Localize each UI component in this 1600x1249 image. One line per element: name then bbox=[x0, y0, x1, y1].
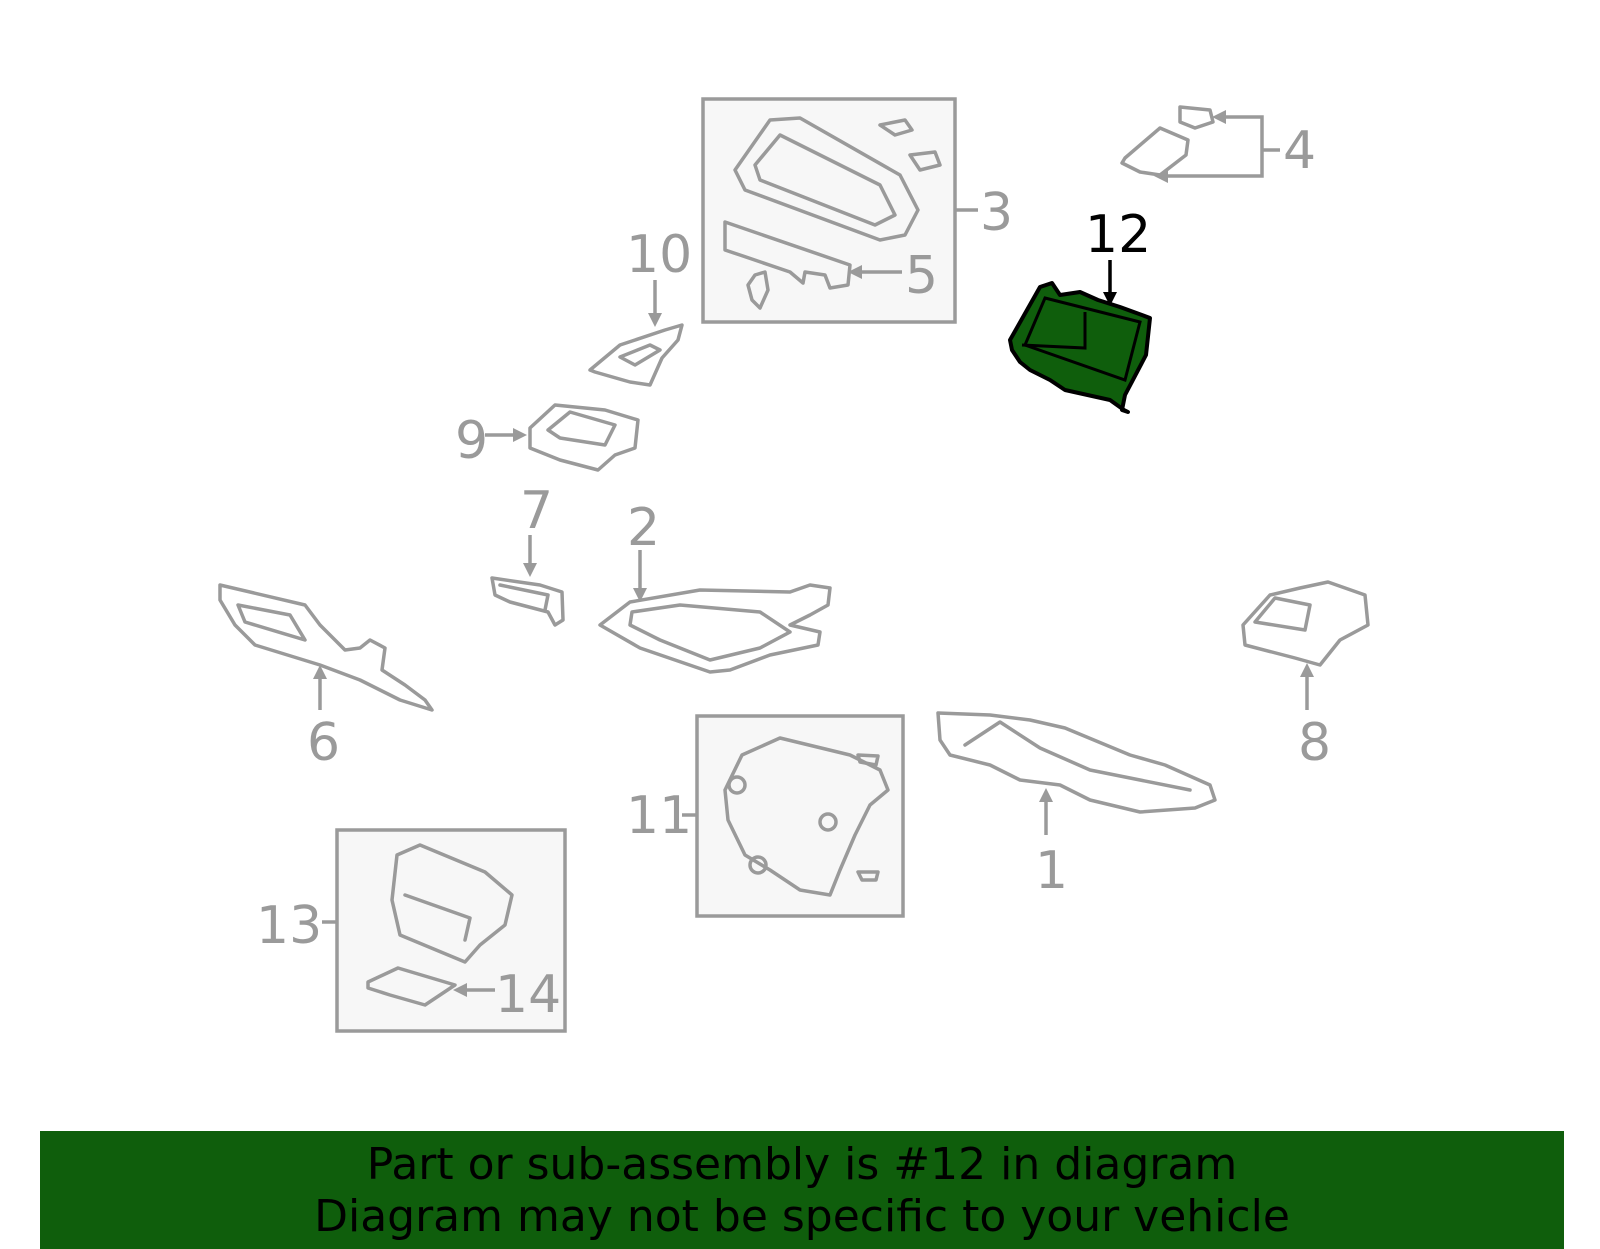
parts-diagram: 1 2 3 4 5 6 7 8 9 10 11 12 13 14 bbox=[218, 97, 1370, 1033]
info-banner: Part or sub-assembly is #12 in diagram D… bbox=[40, 1131, 1564, 1249]
part-10-vent[interactable] bbox=[588, 323, 684, 387]
part-12-highlighted[interactable] bbox=[1008, 281, 1152, 414]
callout-10: 10 bbox=[626, 225, 692, 285]
part-8-vent[interactable] bbox=[1241, 580, 1370, 667]
callout-11: 11 bbox=[626, 786, 692, 846]
callout-13: 13 bbox=[256, 896, 322, 956]
part-5-lower-cover[interactable] bbox=[723, 220, 852, 310]
part-1-duct[interactable] bbox=[936, 711, 1217, 814]
callout-3: 3 bbox=[980, 183, 1013, 243]
callout-8: 8 bbox=[1298, 713, 1331, 773]
callout-6: 6 bbox=[307, 713, 340, 773]
group-box-13 bbox=[335, 828, 567, 1033]
callout-12: 12 bbox=[1085, 205, 1151, 265]
part-14-insert[interactable] bbox=[366, 966, 457, 1007]
callout-1: 1 bbox=[1035, 841, 1068, 901]
part-11-center-panel[interactable] bbox=[723, 736, 890, 897]
callout-2: 2 bbox=[627, 498, 660, 558]
callout-5: 5 bbox=[905, 246, 938, 306]
part-9-vent[interactable] bbox=[528, 403, 640, 472]
callout-4: 4 bbox=[1283, 121, 1316, 181]
banner-line-disclaimer: Diagram may not be specific to your vehi… bbox=[314, 1191, 1290, 1242]
part-7-bracket[interactable] bbox=[490, 576, 565, 627]
callout-14: 14 bbox=[495, 965, 561, 1025]
part-6-garnish[interactable] bbox=[218, 583, 434, 712]
part-13-glove-box[interactable] bbox=[390, 843, 514, 964]
part-2-panel[interactable] bbox=[598, 583, 832, 674]
group-box-11 bbox=[695, 714, 905, 918]
banner-line-part: Part or sub-assembly is #12 in diagram bbox=[366, 1139, 1238, 1190]
part-3-meter-visor[interactable] bbox=[733, 116, 942, 242]
callout-7: 7 bbox=[520, 481, 553, 541]
callout-9: 9 bbox=[455, 411, 488, 471]
part-4-clips[interactable] bbox=[1120, 105, 1215, 177]
